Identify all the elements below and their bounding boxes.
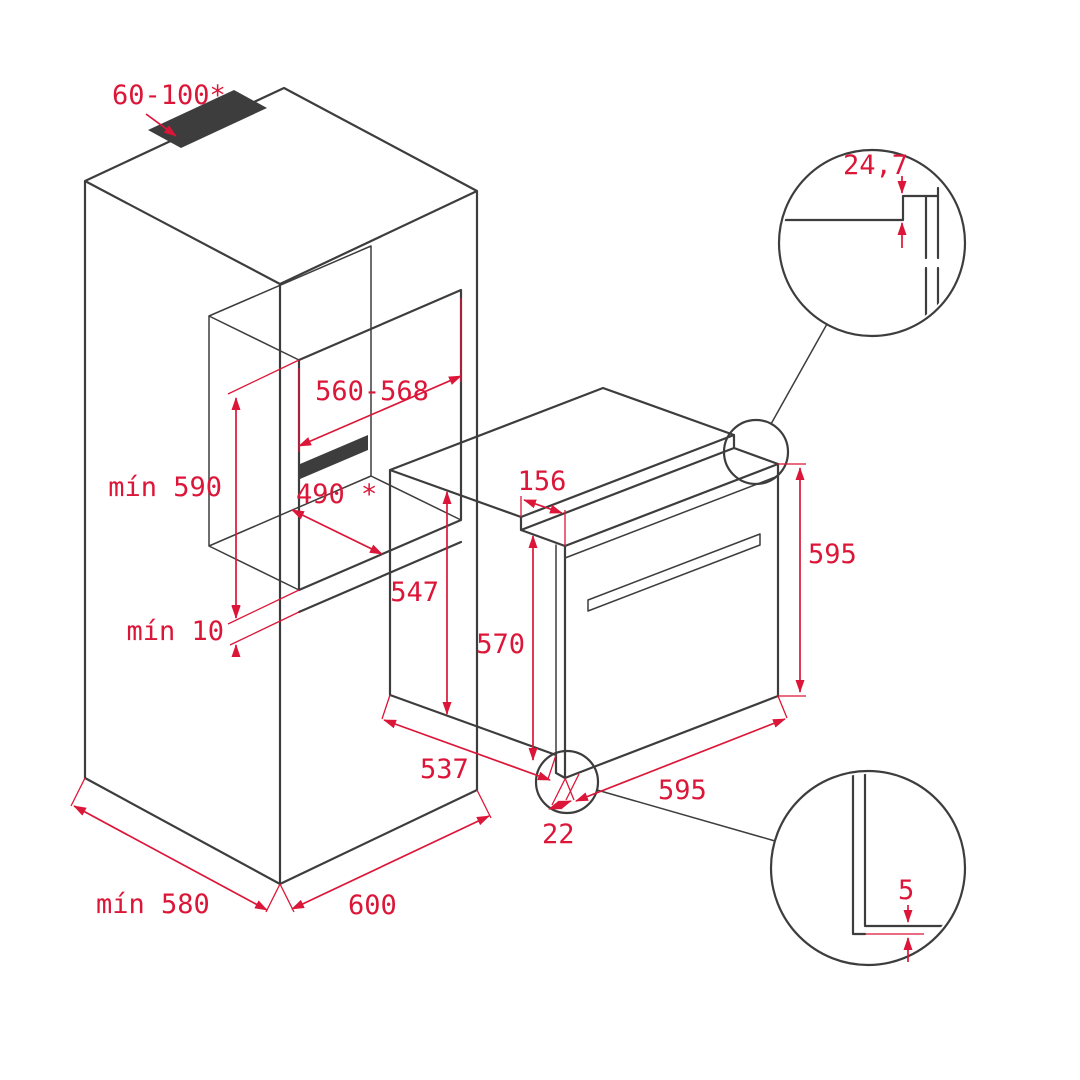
dim-bottom-clearance: mín 10 — [126, 605, 300, 657]
detail-bottom-circle — [769, 769, 967, 967]
cabinet-niche-interior — [208, 245, 462, 591]
dim-front-inner-height-label: 570 — [476, 629, 525, 660]
dim-niche-width: 560-568 — [298, 298, 462, 452]
dim-oven-height-label: 595 — [808, 539, 857, 570]
dim-niche-width-label: 560-568 — [315, 376, 429, 407]
oven-body — [388, 386, 780, 780]
dim-cabinet-depth-label: mín 580 — [96, 889, 210, 920]
oven-front-details — [555, 475, 779, 756]
detail-bottom-profile — [851, 774, 952, 936]
dim-cabinet-width: 600 — [279, 789, 492, 921]
dim-top-setback-label: 156 — [518, 466, 567, 497]
detail-callouts — [534, 148, 967, 967]
dim-detail-top: 24,7 — [843, 150, 908, 248]
dim-door-offset-label: 22 — [542, 819, 575, 850]
dim-detail-bottom: 5 — [866, 875, 924, 962]
dim-niche-depth-label: 490 * — [296, 479, 377, 510]
dim-niche-height: mín 590 — [108, 359, 300, 625]
vent-arrow — [145, 113, 177, 137]
dim-detail-bottom-label: 5 — [898, 875, 914, 906]
dim-top-setback: 156 — [518, 466, 567, 546]
dim-niche-depth: 490 * — [291, 479, 383, 555]
dim-body-depth: 537 — [381, 694, 557, 785]
detail-top-profile — [782, 186, 940, 333]
dim-cabinet-width-label: 600 — [348, 890, 397, 921]
dim-detail-top-label: 24,7 — [843, 150, 908, 181]
detail-leader-lines — [596, 323, 828, 842]
cabinet-top-vent — [148, 90, 267, 148]
dim-door-offset: 22 — [542, 773, 580, 850]
dim-oven-height: 595 — [778, 463, 857, 697]
dim-body-depth-label: 537 — [420, 754, 469, 785]
oven — [388, 386, 780, 780]
dim-body-height: 547 — [390, 491, 452, 715]
detail-top-circle — [777, 148, 967, 338]
dim-body-height-label: 547 — [390, 577, 439, 608]
detail-marker-top-circle — [722, 418, 790, 486]
dim-front-inner-height: 570 — [476, 535, 538, 761]
cabinet-outline — [83, 86, 479, 886]
dim-oven-width: 595 — [564, 695, 788, 806]
dim-niche-height-label: mín 590 — [108, 472, 222, 503]
dim-bottom-clearance-label: mín 10 — [126, 616, 224, 647]
dim-oven-width-label: 595 — [658, 775, 707, 806]
dim-vent-slot-label: 60-100* — [112, 80, 226, 111]
dim-cabinet-depth: mín 580 — [70, 777, 281, 920]
dim-vent-slot: 60-100* — [112, 80, 226, 137]
